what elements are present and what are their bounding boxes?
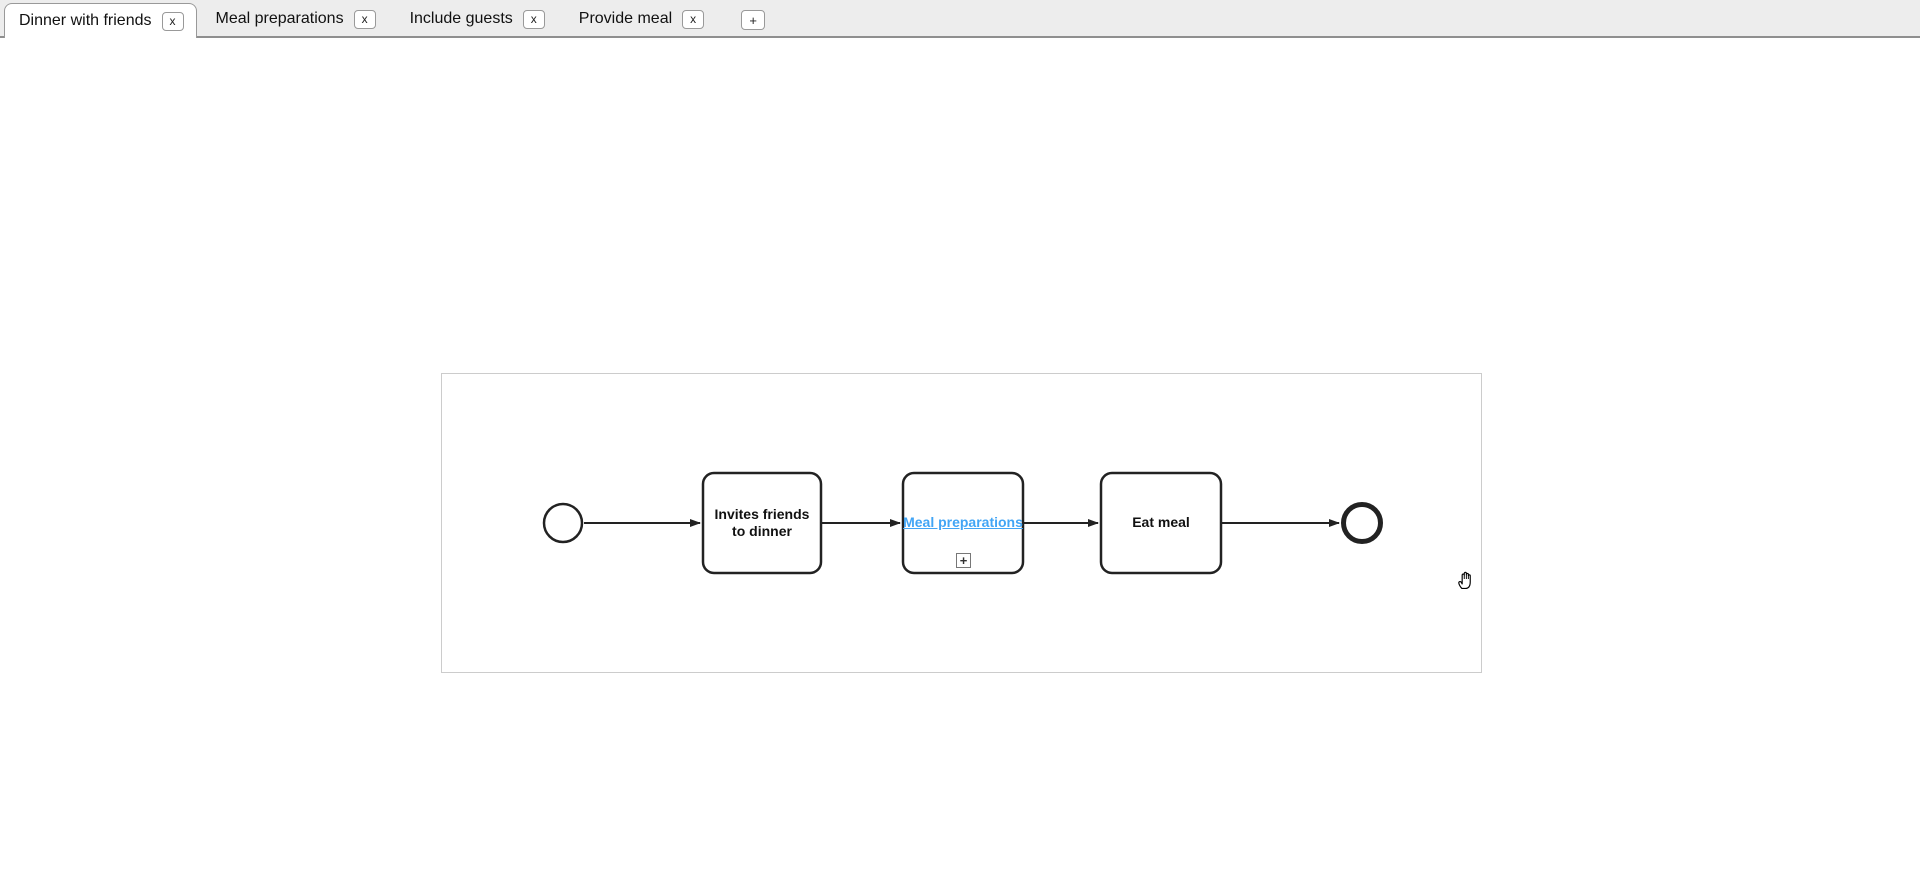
tab-bar-underline xyxy=(0,36,1920,38)
task-invites-friends[interactable] xyxy=(701,471,823,575)
close-tab-button[interactable]: x xyxy=(522,9,545,29)
tab-label: Dinner with friends xyxy=(19,12,152,29)
tab-label: Include guests xyxy=(409,10,513,27)
end-event[interactable] xyxy=(1341,502,1383,544)
add-tab-button[interactable]: + xyxy=(741,10,766,30)
task-eat-meal[interactable] xyxy=(1099,471,1223,575)
subprocess-drilldown-link[interactable]: Meal preparations xyxy=(903,514,1023,531)
subprocess-expand-marker[interactable]: + xyxy=(956,553,971,568)
start-event[interactable] xyxy=(542,502,584,544)
tab-label: Provide meal xyxy=(578,10,673,27)
tab-provide-meal[interactable]: Provide meal x xyxy=(564,0,719,38)
close-tab-button[interactable]: x xyxy=(161,11,184,31)
tab-label: Meal preparations xyxy=(215,10,344,27)
tab-bar: Dinner with friends x Meal preparations … xyxy=(0,0,1920,38)
tab-dinner-with-friends[interactable]: Dinner with friends x xyxy=(4,3,197,38)
bpmn-canvas[interactable]: Invites friends to dinner Meal preparati… xyxy=(441,373,1482,673)
close-tab-button[interactable]: x xyxy=(353,9,376,29)
bpmn-diagram-svg xyxy=(542,471,1383,575)
subprocess-label-wrap: Meal preparations xyxy=(903,473,1023,573)
tab-list: Dinner with friends x Meal preparations … xyxy=(0,0,1920,38)
tab-meal-preparations[interactable]: Meal preparations x xyxy=(201,0,391,38)
subprocess-meal-preparations[interactable] xyxy=(901,471,1025,575)
tab-include-guests[interactable]: Include guests x xyxy=(395,0,560,38)
close-tab-button[interactable]: x xyxy=(682,9,705,29)
grab-hand-cursor-icon xyxy=(1455,568,1475,595)
